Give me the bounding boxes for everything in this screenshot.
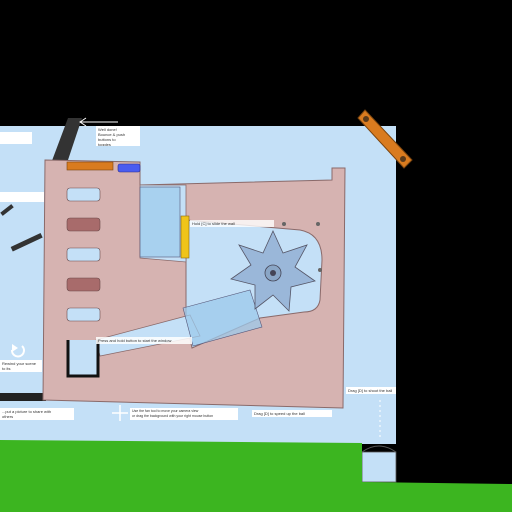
orange-block[interactable] xyxy=(66,161,114,171)
blue-block[interactable] xyxy=(117,163,141,173)
dark-chute xyxy=(50,118,82,166)
ground xyxy=(0,440,512,512)
slot-4 xyxy=(66,277,101,292)
pin xyxy=(318,268,322,272)
hint-box-left-mid xyxy=(0,192,44,202)
hint-box-top-left xyxy=(0,132,32,144)
lever-bar-left[interactable] xyxy=(0,204,14,216)
glass-panel-upper[interactable] xyxy=(139,186,181,258)
glass-panel-lower[interactable] xyxy=(182,289,263,347)
reset-icon[interactable] xyxy=(11,344,25,358)
hint-speed-up: Drag [D] to speed up the ball xyxy=(252,410,332,417)
slot-1 xyxy=(66,187,101,202)
pin xyxy=(282,222,286,226)
slot-2 xyxy=(66,217,101,232)
left-dark-strip xyxy=(0,393,46,401)
collector-arc xyxy=(361,445,397,453)
bucket[interactable] xyxy=(66,340,100,378)
move-icon[interactable] xyxy=(112,405,128,421)
hint-shoot-ball: Drag [D] to shoot the ball xyxy=(346,387,396,394)
hint-welcome: Well done! Bounce & push buttons to togg… xyxy=(96,126,140,146)
hint-slide-door: Hold [C] to slide the wall xyxy=(190,220,274,227)
hint-left-panel: ...put a picture to share with others xyxy=(0,408,74,420)
back-arrow-icon[interactable] xyxy=(79,117,118,127)
orange-plank[interactable] xyxy=(357,109,413,169)
pin xyxy=(316,222,320,226)
slot-3 xyxy=(66,247,101,262)
lever-bar-mid[interactable] xyxy=(10,233,43,252)
yellow-trigger[interactable] xyxy=(180,215,190,259)
hint-reset: Rewind your scene to its start xyxy=(0,360,42,372)
slot-5 xyxy=(66,307,101,322)
gear[interactable] xyxy=(230,230,316,312)
hint-move-camera: Use the fan tool to move your camera vie… xyxy=(130,408,238,420)
hint-start-window: Press and hold button to start the windo… xyxy=(96,337,192,344)
collector-bin[interactable] xyxy=(361,451,397,483)
